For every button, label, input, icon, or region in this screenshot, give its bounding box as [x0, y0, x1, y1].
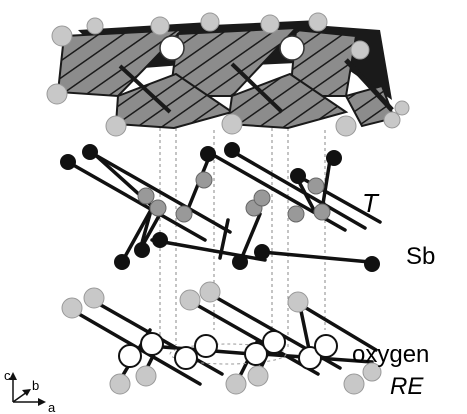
- a-axis-label: a: [48, 400, 56, 414]
- guide-lines: [159, 110, 326, 350]
- b-axis-arrowhead: [22, 389, 31, 396]
- a-axis-arrowhead: [38, 398, 46, 406]
- label-t: T: [362, 188, 380, 218]
- label-sb: Sb: [406, 243, 435, 270]
- c-axis-arrowhead: [9, 372, 17, 380]
- re-o-dashed-ring: [169, 343, 287, 365]
- re-atoms: [61, 281, 382, 395]
- sb-bonds: [66, 148, 382, 264]
- t-atoms: [137, 171, 331, 223]
- octahedra-atoms: [46, 12, 410, 137]
- label-re: RE: [390, 373, 424, 400]
- axis-triad: c b a: [4, 368, 56, 414]
- label-oxygen: oxygen: [352, 341, 429, 368]
- octahedra-layer: [56, 20, 396, 130]
- b-axis-label: b: [32, 378, 39, 393]
- c-axis-label: c: [4, 368, 11, 383]
- b-axis-arrow: [12, 391, 28, 403]
- sb-atoms: [60, 142, 380, 272]
- oxygen-atoms: [118, 330, 338, 370]
